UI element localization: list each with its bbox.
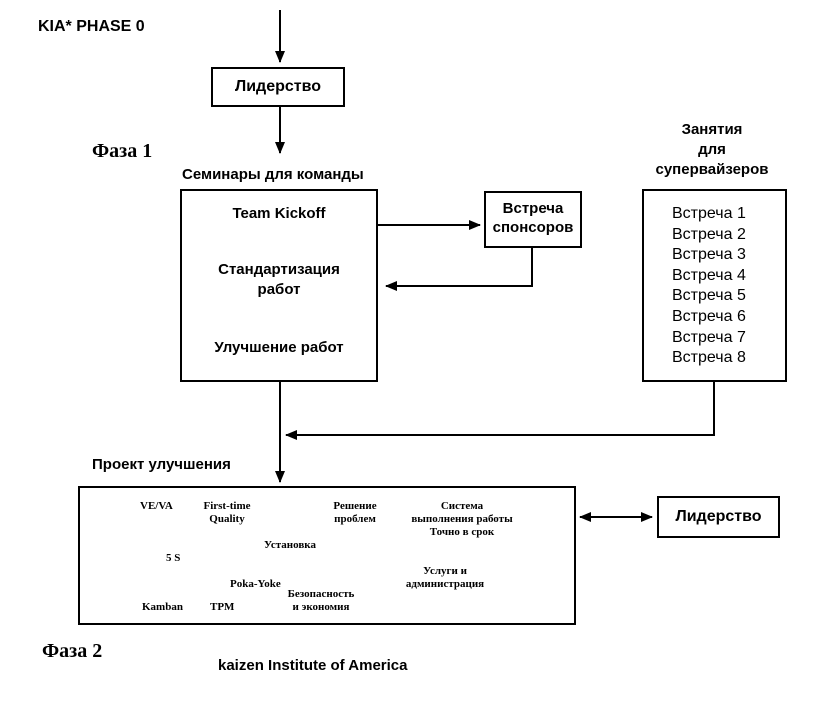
item-poka-yoke: Poka-Yoke — [230, 578, 281, 590]
item-solution-line1: Решение — [333, 500, 377, 512]
item-system-line1: Система — [440, 500, 484, 512]
sponsors-line1: Встреча — [502, 200, 564, 217]
meeting-item: Встреча 5 — [672, 287, 746, 305]
item-safety-line2: и экономия — [292, 601, 350, 613]
arrow-supervisors-to-line — [285, 382, 715, 440]
item-services-line1: Услуги и — [423, 565, 467, 577]
meeting-item: Встреча 1 — [672, 205, 746, 222]
phase1-label: Фаза 1 — [92, 140, 153, 162]
item-first-time-line1: First-time — [203, 500, 251, 512]
standardization-line2: работ — [257, 281, 301, 298]
meeting-item: Встреча 7 — [672, 328, 746, 346]
item-setup: Установка — [264, 539, 316, 551]
item-solution-line2: проблем — [334, 513, 376, 525]
item-system-line2: выполнения работы — [411, 513, 513, 525]
phase2-label: Фаза 2 — [42, 640, 103, 662]
supervisors-title-line2: для — [698, 141, 726, 158]
leadership-label: Лидерство — [234, 78, 322, 95]
item-system-line3: Точно в срок — [429, 526, 495, 538]
meeting-item: Встреча 3 — [672, 246, 746, 264]
leadership-box-top: Лидерство — [211, 67, 345, 107]
item-vova: VE/VA — [140, 500, 173, 512]
supervisors-title-line1: Занятия — [681, 121, 743, 138]
meeting-item: Встреча 6 — [672, 307, 746, 325]
team-kickoff: Team Kickoff — [232, 205, 326, 222]
supervisors-title-line3: супервайзеров — [655, 161, 769, 178]
item-5s: 5 S — [166, 552, 181, 564]
leadership-right-label: Лидерство — [675, 508, 762, 525]
sponsors-box: Встреча спонсоров — [484, 191, 582, 248]
arrow-sponsors-to-main — [385, 248, 533, 291]
meeting-item: Встреча 8 — [672, 349, 746, 367]
meeting-item: Встреча 2 — [672, 225, 746, 243]
item-services-line2: администрация — [405, 578, 485, 590]
item-first-time-line2: Quality — [209, 513, 245, 525]
seminar-box: Team Kickoff Стандартизация работ Улучше… — [180, 189, 378, 382]
item-tpm: TPM — [210, 601, 235, 613]
leadership-box-right: Лидерство — [657, 496, 780, 538]
project-title: Проект улучшения — [92, 456, 231, 473]
item-kamban: Kamban — [142, 601, 183, 613]
meeting-item: Встреча 4 — [672, 266, 746, 284]
standardization-line1: Стандартизация — [218, 261, 340, 278]
item-safety-line1: Безопасность — [287, 588, 355, 600]
sponsors-line2: спонсоров — [492, 219, 574, 236]
institute-label: kaizen Institute of America — [218, 657, 408, 674]
supervisors-box: Встреча 1 Встреча 2 Встреча 3 Встреча 4 … — [642, 189, 787, 382]
kia-phase-label: KIA* PHASE 0 — [38, 18, 145, 35]
improvement-label: Улучшение работ — [214, 339, 344, 356]
seminars-title: Семинары для команды — [182, 166, 364, 183]
meetings-list: Встреча 1 Встреча 2 Встреча 3 Встреча 4 … — [672, 204, 746, 369]
project-box: VE/VA First-time Quality Решение проблем… — [78, 486, 576, 625]
